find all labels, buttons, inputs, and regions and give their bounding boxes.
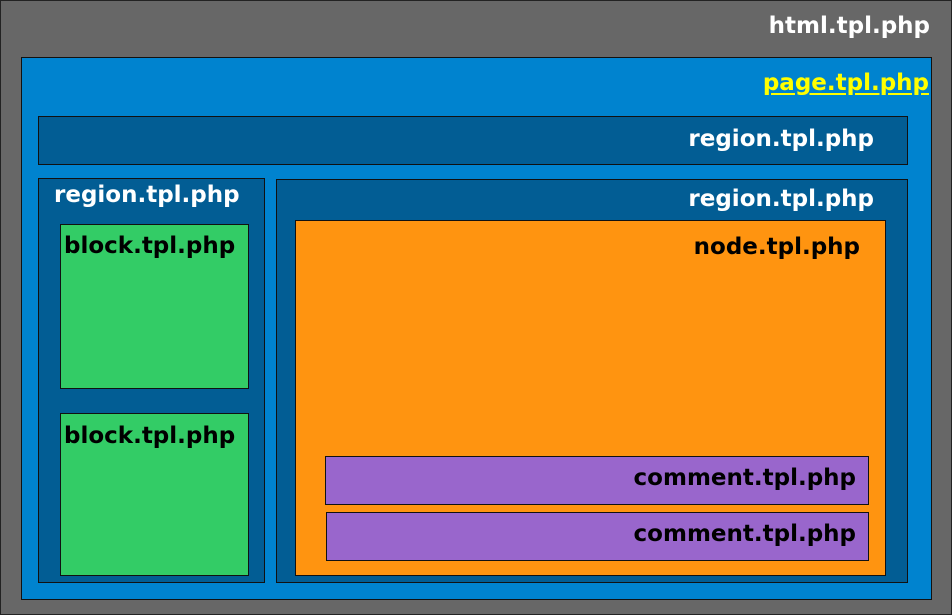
block-2-box [60, 413, 249, 576]
comment-2-label: comment.tpl.php [633, 521, 856, 547]
block-2-label: block.tpl.php [64, 423, 236, 449]
block-1-label: block.tpl.php [64, 233, 236, 259]
comment-2-box [326, 512, 869, 561]
region-left-label: region.tpl.php [54, 182, 240, 208]
comment-1-box [325, 456, 869, 505]
page-template-label[interactable]: page.tpl.php [762, 70, 929, 96]
node-template-label: node.tpl.php [693, 234, 860, 260]
region-right-label: region.tpl.php [688, 186, 874, 212]
block-1-box [60, 224, 249, 389]
region-top-label: region.tpl.php [688, 126, 874, 152]
region-top-box [38, 116, 908, 165]
html-template-label: html.tpl.php [768, 13, 930, 39]
comment-1-label: comment.tpl.php [633, 465, 856, 491]
